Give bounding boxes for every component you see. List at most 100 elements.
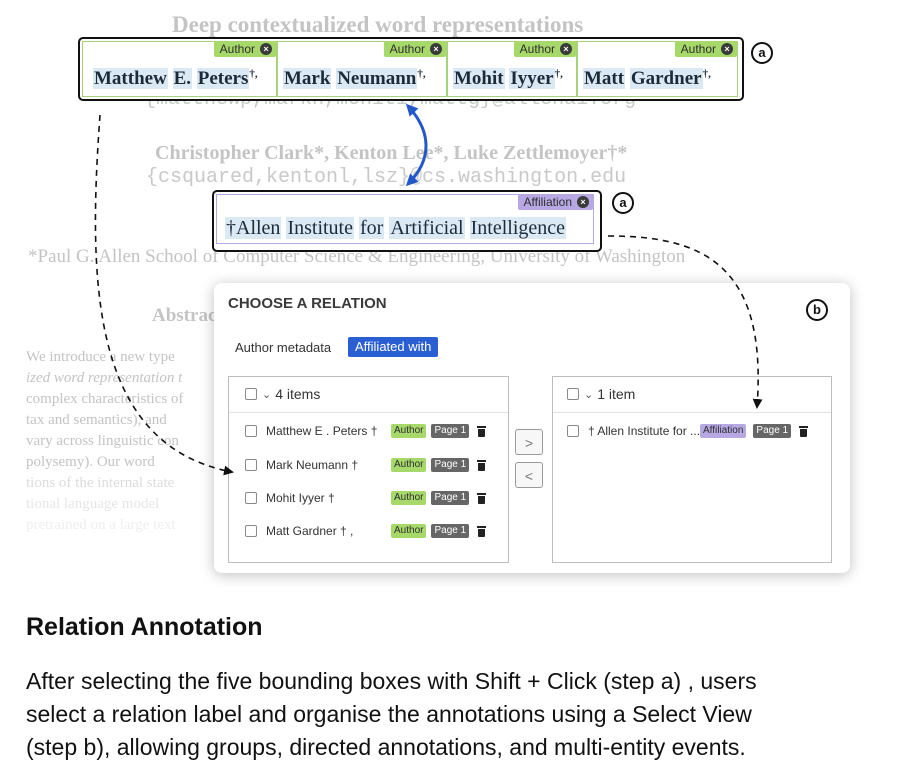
item-tag: Author: [391, 458, 427, 472]
item-page: Page 1: [431, 491, 470, 505]
item-tag: Author: [391, 524, 427, 538]
affiliation-word: for: [358, 217, 385, 239]
abstract-line: vary across linguistic con: [26, 433, 179, 449]
author-bbox-1[interactable]: Author × Matthew E. Peters†,: [82, 41, 277, 97]
author-name-4: Matt Gardner†,: [583, 68, 711, 90]
caption-line: (step b), allowing groups, directed anno…: [26, 734, 746, 760]
author-last: Neumann: [336, 68, 418, 90]
move-right-button[interactable]: >: [515, 429, 543, 455]
tab-author-metadata[interactable]: Author metadata: [235, 340, 332, 355]
trash-icon[interactable]: [477, 459, 487, 471]
chevron-down-icon[interactable]: ⌄: [584, 388, 594, 401]
author-first: Matthew: [93, 68, 168, 90]
source-list-panel: ⌄ 4 items Matthew E . Peters † Author Pa…: [228, 376, 509, 563]
affiliation-tag-label: Affiliation: [523, 195, 572, 209]
item-label: † Allen Institute for ...: [588, 424, 700, 438]
list-item[interactable]: Matthew E . Peters † Author Page 1: [245, 421, 508, 441]
author-tag-label: Author: [219, 42, 255, 56]
paper-abstract-heading: Abstract: [152, 305, 223, 326]
item-label: Matthew E . Peters †: [266, 424, 378, 438]
affiliation-word: Artificial: [389, 217, 465, 239]
list-item[interactable]: Mohit Iyyer † Author Page 1: [245, 488, 508, 508]
list-item[interactable]: Mark Neumann † Author Page 1: [245, 455, 508, 475]
author-name-2: Mark Neumann†,: [283, 68, 426, 90]
affiliation-word: †Allen: [225, 217, 282, 239]
author-mark: †,: [417, 68, 426, 80]
target-list-header: ⌄ 1 item: [567, 384, 831, 404]
caption-body: After selecting the five bounding boxes …: [26, 665, 757, 764]
blue-relation-arrow: [405, 103, 428, 187]
author-tag: Author×: [383, 41, 446, 57]
trash-icon[interactable]: [477, 492, 487, 504]
close-icon[interactable]: ×: [260, 43, 272, 55]
item-page: Page 1: [431, 524, 470, 538]
target-list-panel: ⌄ 1 item † Allen Institute for ... Affil…: [552, 376, 832, 563]
trash-icon[interactable]: [799, 425, 809, 437]
abstract-line: complex characteristics of: [26, 391, 184, 407]
list-item[interactable]: Matt Gardner † , Author Page 1: [245, 521, 508, 541]
author-last: Gardner: [629, 68, 703, 90]
abstract-line: tions of the internal state: [26, 475, 175, 491]
author-annotation-box[interactable]: Author× Matthew E. Peters†, Author× Mark…: [78, 37, 744, 101]
close-icon[interactable]: ×: [430, 43, 442, 55]
dashed-arrow-authors-to-list: [94, 114, 234, 476]
author-name-3: Mohit Iyyer†,: [453, 68, 563, 90]
step-b-marker: b: [806, 299, 828, 321]
abstract-line: pretrained on a large text: [26, 517, 176, 533]
affiliation-tag: Affiliation ×: [517, 194, 593, 210]
affiliation-annotation-box[interactable]: Affiliation × †Allen Institute for Artifi…: [212, 190, 602, 252]
close-icon[interactable]: ×: [577, 196, 589, 208]
item-checkbox[interactable]: [245, 525, 257, 537]
author-last: Iyyer: [509, 68, 555, 90]
caption-heading: Relation Annotation: [26, 613, 263, 641]
item-checkbox[interactable]: [567, 425, 579, 437]
item-checkbox[interactable]: [245, 492, 257, 504]
caption-line: After selecting the five bounding boxes …: [26, 668, 757, 694]
author-middle: E.: [172, 68, 192, 90]
move-left-button[interactable]: <: [515, 462, 543, 488]
select-all-checkbox[interactable]: [245, 388, 257, 400]
close-icon[interactable]: ×: [560, 43, 572, 55]
author-tag: Author ×: [513, 41, 576, 57]
trash-icon[interactable]: [477, 425, 487, 437]
dashed-arrow-affiliation-to-list: [607, 235, 763, 409]
author-last: Peters: [196, 68, 250, 90]
author-mark: †,: [249, 68, 258, 80]
list-item[interactable]: † Allen Institute for ... Affiliation Pa…: [567, 421, 831, 441]
author-tag: Author ×: [213, 41, 276, 57]
target-count: 1 item: [597, 386, 636, 402]
source-count: 4 items: [275, 386, 321, 402]
trash-icon[interactable]: [477, 525, 487, 537]
chevron-down-icon[interactable]: ⌄: [262, 388, 272, 401]
author-bbox-3[interactable]: Author × Mohit Iyyer†,: [447, 41, 577, 97]
caption-line: select a relation label and organise the…: [26, 701, 752, 727]
author-tag: Author ×: [674, 41, 737, 57]
paper-abstract: We introduce a new type ized word repres…: [26, 347, 183, 536]
close-icon[interactable]: ×: [721, 43, 733, 55]
item-checkbox[interactable]: [245, 459, 257, 471]
author-bbox-2[interactable]: Author× Mark Neumann†,: [277, 41, 447, 97]
author-first: Mark: [283, 68, 332, 90]
author-name-1: Matthew E. Peters†,: [93, 68, 258, 90]
paper-emails-2: {csquared,kentonl,lsz}@cs.washington.edu: [146, 166, 627, 189]
item-checkbox[interactable]: [245, 425, 257, 437]
item-page: Page 1: [431, 458, 470, 472]
affiliation-word: Institute: [286, 217, 354, 239]
paper-authors-2: Christopher Clark*, Kenton Lee*, Luke Ze…: [155, 142, 628, 164]
source-list-header: ⌄ 4 items: [245, 384, 508, 404]
author-mark: †,: [702, 68, 711, 80]
dialog-title: CHOOSE A RELATION: [228, 295, 387, 312]
author-tag-label: Author: [519, 42, 555, 56]
affiliation-word: Intelligence: [469, 217, 567, 239]
affiliation-bbox[interactable]: Affiliation × †Allen Institute for Artifi…: [216, 194, 594, 244]
step-a-marker: a: [751, 42, 773, 64]
choose-relation-dialog: CHOOSE A RELATION b Author metadata Affi…: [214, 283, 850, 573]
paper-title: Deep contextualized word representations: [172, 12, 584, 37]
author-first: Mohit: [453, 68, 505, 90]
tab-affiliated-with[interactable]: Affiliated with: [348, 337, 439, 357]
author-bbox-4[interactable]: Author × Matt Gardner†,: [577, 41, 738, 97]
step-a-marker-2: a: [612, 192, 634, 214]
select-all-checkbox[interactable]: [567, 388, 579, 400]
author-tag-label: Author: [680, 42, 716, 56]
